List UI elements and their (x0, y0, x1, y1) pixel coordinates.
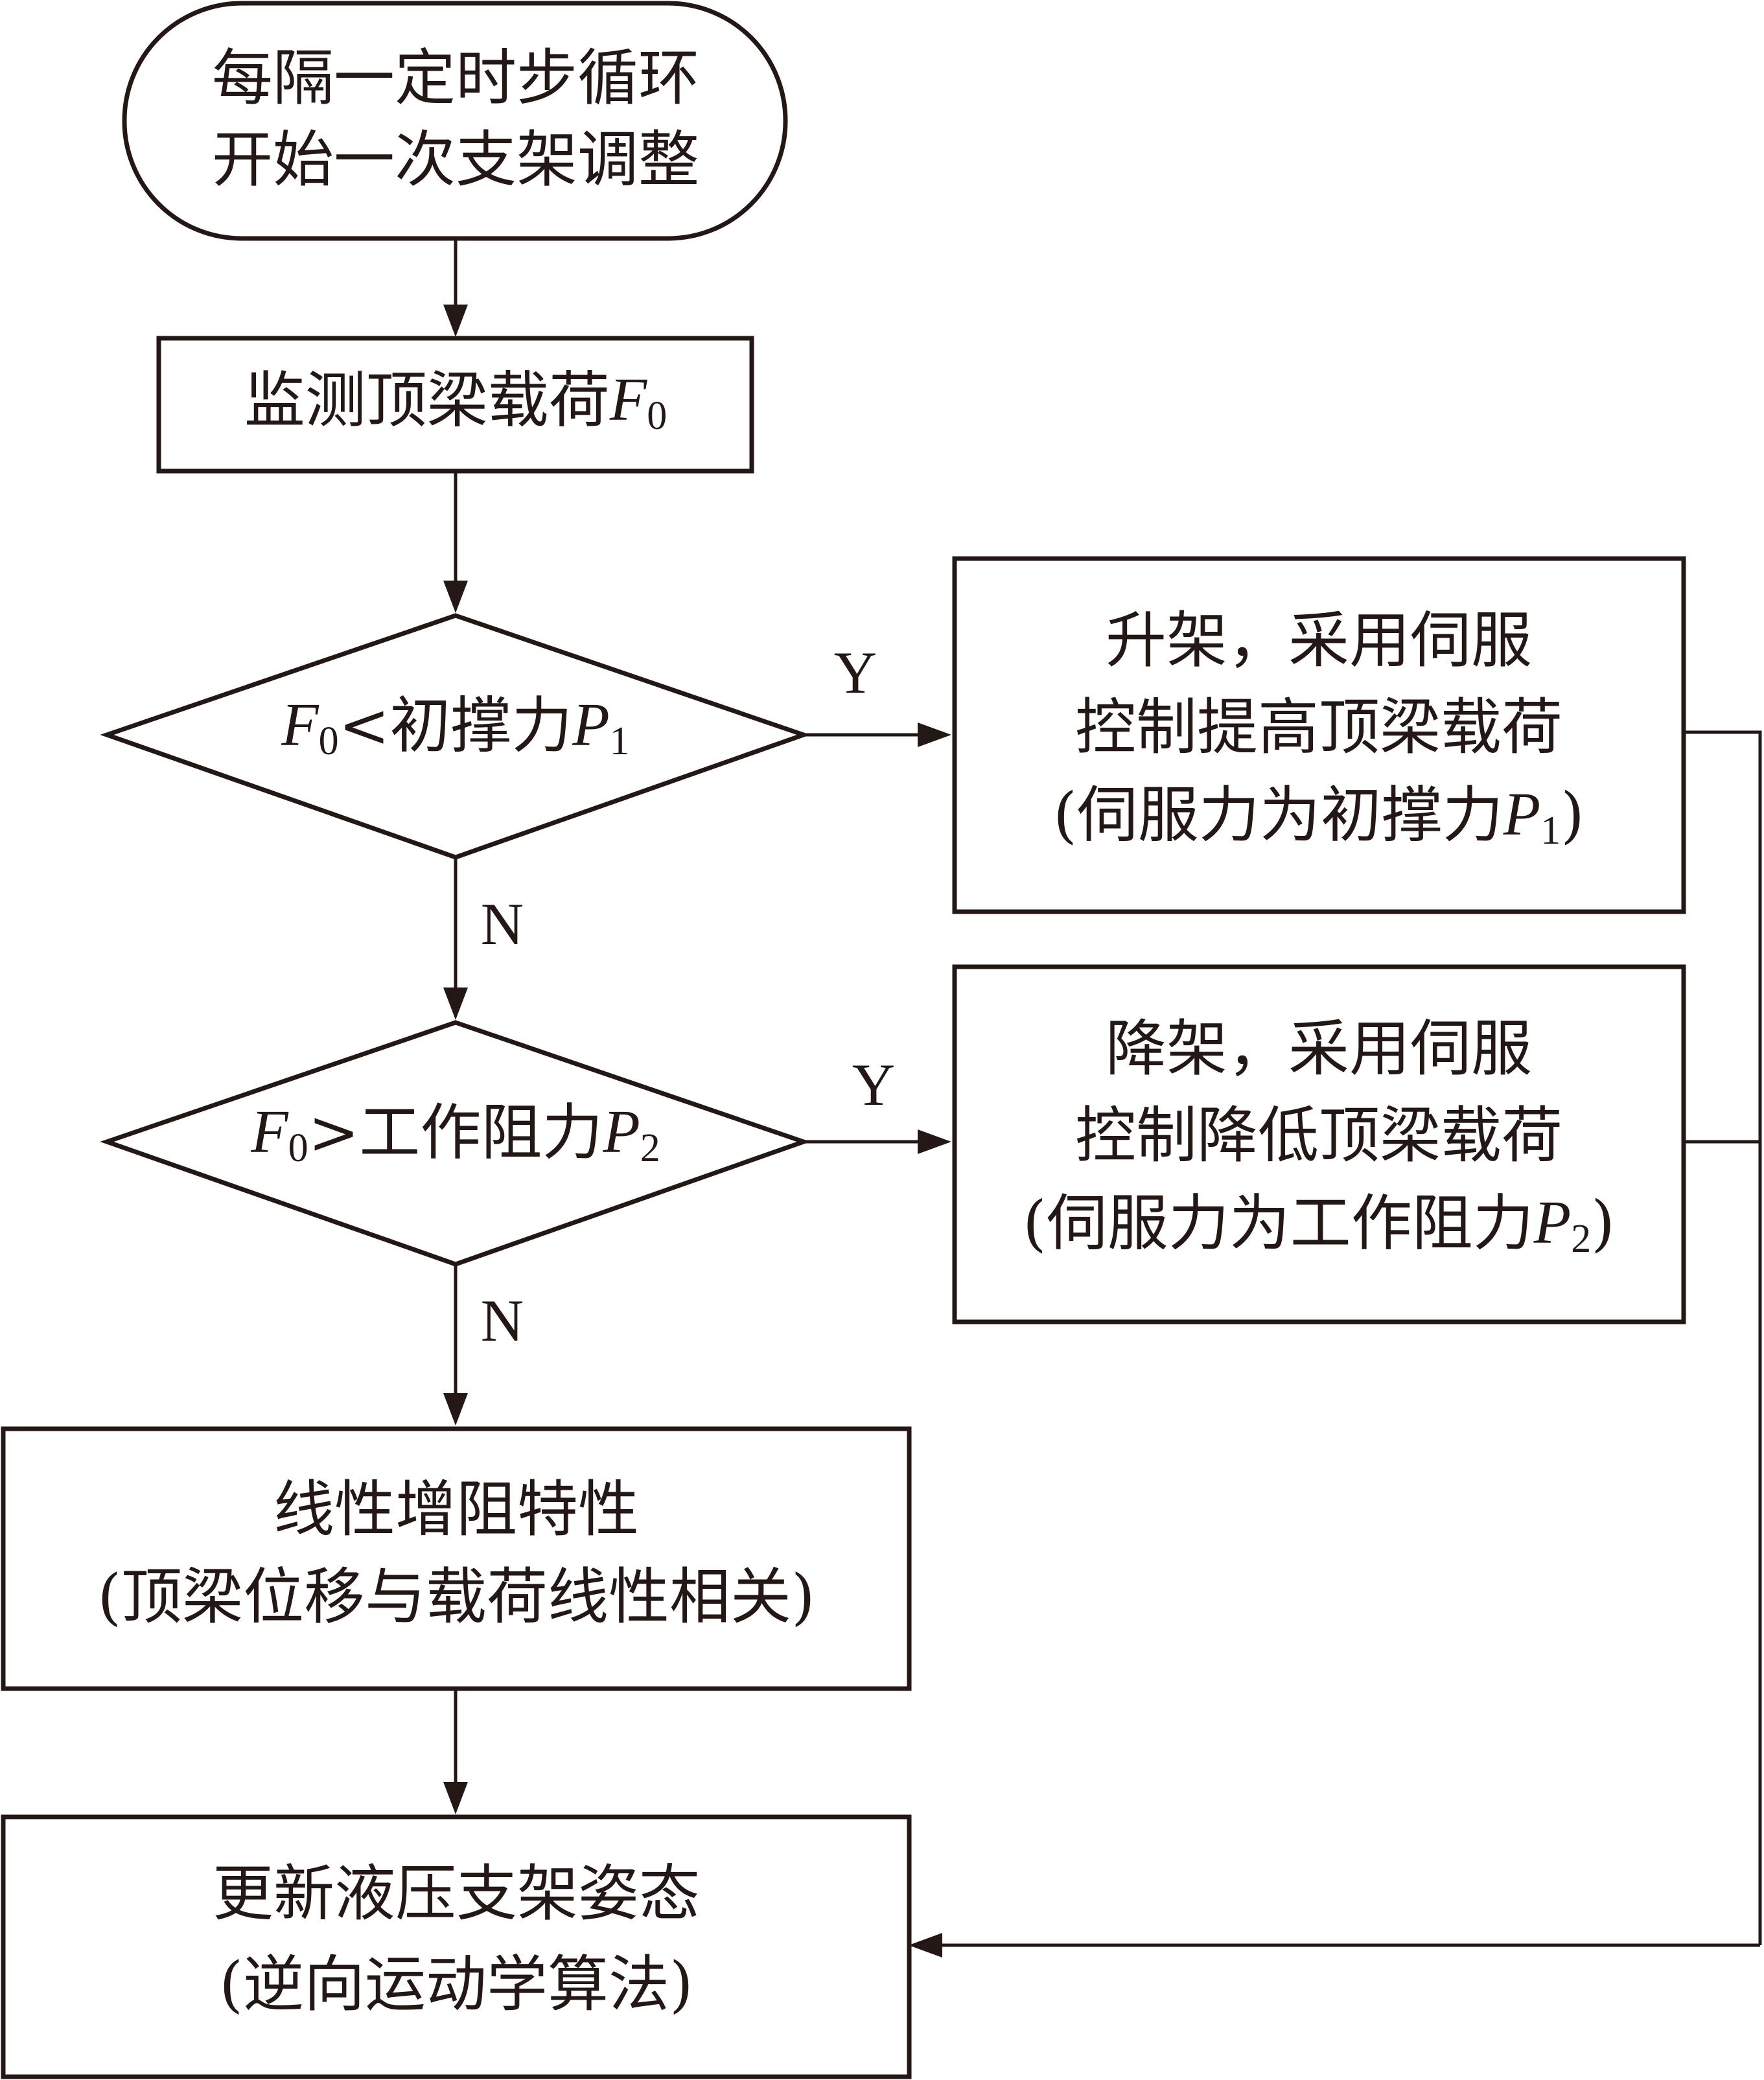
arrowhead-update (443, 1782, 468, 1814)
raise-line2: 控制提高顶梁载荷 (1075, 692, 1562, 763)
arrowhead-decision2 (443, 988, 468, 1020)
arrowhead-lower (918, 1129, 951, 1154)
lower-line2: 控制降低顶梁载荷 (1075, 1100, 1562, 1171)
raise-box: 升架，采用伺服 控制提高顶梁载荷 (伺服力为初撑力P1) (952, 556, 1686, 914)
monitor-box: 监测顶梁载荷F0 (156, 336, 754, 474)
lower-line1: 降架，采用伺服 (1106, 1013, 1532, 1084)
edge-raise-return (1684, 730, 1762, 1945)
update-line2: (逆向运动学算法) (219, 1949, 693, 2020)
arrowhead-decision1 (443, 581, 468, 613)
lower-line3: (伺服力为工作阻力P2) (1023, 1188, 1615, 1261)
start-line1: 每隔一定时步循环 (212, 43, 699, 113)
start-line2: 开始一次支架调整 (212, 124, 699, 195)
linear-line2: (顶梁位移与载荷线性相关) (97, 1562, 815, 1632)
arrowhead-raise (918, 722, 951, 747)
lower-box: 降架，采用伺服 控制降低顶梁载荷 (伺服力为工作阻力P2) (952, 964, 1686, 1324)
decision2-text: F0>工作阻力P2 (250, 1098, 660, 1170)
decision2-yes-label: Y (852, 1052, 895, 1118)
decision1-text: F0<初撑力P1 (281, 691, 630, 763)
decision1-no-label: N (481, 891, 524, 957)
linear-line1: 线性增阻特性 (273, 1474, 639, 1545)
start-terminal: 每隔一定时步循环 开始一次支架调整 (122, 1, 788, 241)
decision1-yes-label: Y (834, 640, 877, 706)
arrowhead-monitor (443, 305, 468, 337)
linear-box: 线性增阻特性 (顶梁位移与载荷线性相关) (1, 1426, 912, 1691)
connectors (443, 238, 1762, 1958)
decision1-diamond: F0<初撑力P1 (100, 613, 811, 860)
raise-line3: (伺服力为初撑力P1) (1053, 780, 1584, 853)
arrowhead-linear (443, 1393, 468, 1426)
decision2-diamond: F0>工作阻力P2 (100, 1020, 811, 1267)
monitor-text: 监测顶梁载荷F0 (244, 365, 667, 438)
arrowhead-update-return (909, 1933, 942, 1958)
decision2-no-label: N (481, 1288, 524, 1354)
update-line1: 更新液压支架姿态 (213, 1858, 700, 1929)
update-box: 更新液压支架姿态 (逆向运动学算法) (1, 1814, 912, 2079)
raise-line1: 升架，采用伺服 (1106, 605, 1532, 676)
